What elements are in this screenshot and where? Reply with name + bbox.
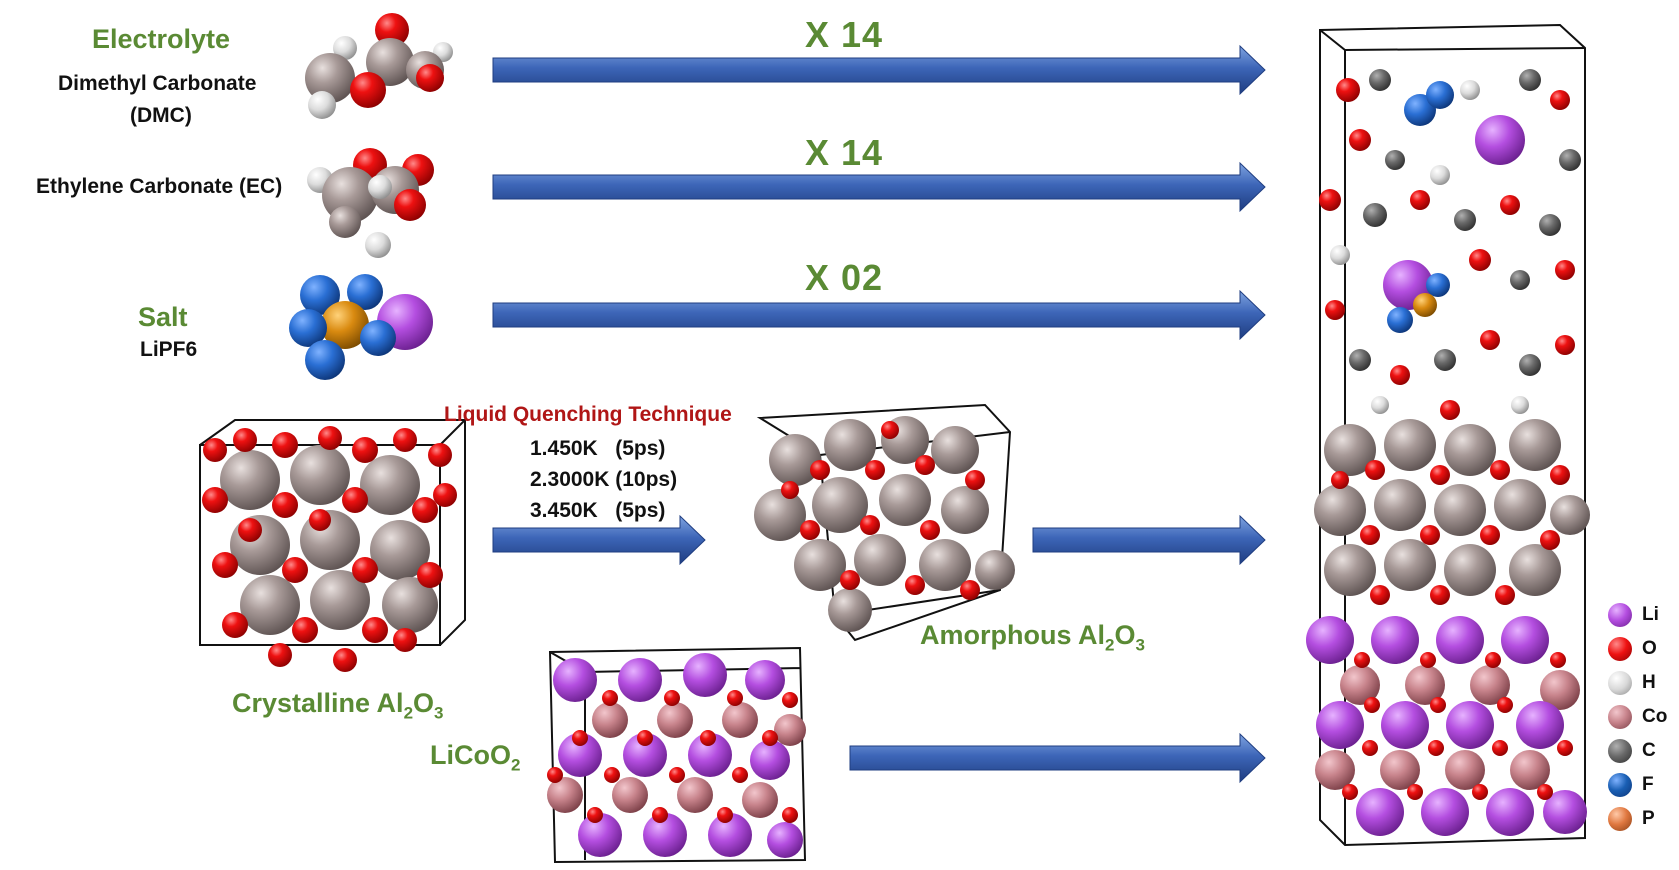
dmc-multiplier: X 14 — [805, 14, 884, 55]
licoo2-sub: 2 — [511, 755, 521, 775]
crystalline-label: Crystalline Al2O3 — [232, 688, 444, 723]
lipf6-molecule-icon — [289, 274, 433, 380]
licoo2-structure — [547, 646, 807, 864]
c-swatch-icon — [1608, 739, 1632, 763]
o-swatch-icon — [1608, 637, 1632, 661]
legend-label-li: Li — [1642, 604, 1659, 625]
co-swatch-icon — [1608, 705, 1632, 729]
arrow-dmc — [492, 44, 1266, 96]
legend-label-o: O — [1642, 638, 1657, 659]
legend-item-o: O — [1608, 634, 1678, 664]
salt-formula: LiPF6 — [140, 338, 198, 361]
amorphous-label: Amorphous Al2O3 — [920, 620, 1145, 655]
amorphous-sub-al: 2 — [1105, 635, 1115, 655]
amorphous-label-text: Amorphous Al — [920, 620, 1105, 650]
ec-multiplier: X 14 — [805, 132, 884, 173]
amorphous-sub-o: 3 — [1135, 635, 1145, 655]
crystalline-sub-al: 2 — [403, 703, 414, 723]
quench-step-3: 3.450K (5ps) — [530, 499, 666, 522]
salt-multiplier: X 02 — [805, 257, 884, 298]
legend-item-h: H — [1608, 668, 1678, 698]
dmc-abbrev: (DMC) — [130, 104, 192, 127]
quench-step-2: 2.3000K (10ps) — [530, 468, 678, 491]
crystalline-label-text: Crystalline Al — [232, 688, 404, 718]
licoo2-label: LiCoO2 — [430, 740, 520, 775]
legend-item-co: Co — [1608, 702, 1678, 732]
electrolyte-heading: Electrolyte — [92, 24, 231, 54]
h-swatch-icon — [1608, 671, 1632, 695]
legend-label-co: Co — [1642, 706, 1668, 727]
legend-item-li: Li — [1608, 600, 1678, 630]
arrow-licoo2 — [849, 732, 1266, 784]
quench-title: Liquid Quenching Technique — [444, 403, 732, 426]
legend-label-h: H — [1642, 672, 1656, 693]
crystalline-sub-o: 3 — [434, 703, 444, 723]
legend-item-f: F — [1608, 770, 1678, 800]
li-swatch-icon — [1608, 603, 1632, 627]
arrow-salt — [492, 289, 1266, 341]
legend-label-c: C — [1642, 740, 1656, 761]
legend-label-f: F — [1642, 774, 1654, 795]
combined-simulation-box — [1306, 23, 1590, 847]
dmc-name: Dimethyl Carbonate — [58, 72, 257, 95]
crystalline-label-o: O — [413, 688, 435, 718]
legend-label-p: P — [1642, 808, 1655, 829]
ec-molecule-icon — [307, 148, 434, 258]
crystalline-al2o3-structure — [199, 419, 468, 672]
licoo2-label-text: LiCoO — [430, 740, 511, 770]
legend-item-p: P — [1608, 804, 1678, 834]
salt-heading: Salt — [138, 302, 188, 332]
amorphous-label-o: O — [1114, 620, 1136, 650]
ec-name: Ethylene Carbonate (EC) — [36, 175, 283, 198]
arrow-amorphous — [1032, 514, 1266, 566]
f-swatch-icon — [1608, 773, 1632, 797]
arrow-quench — [492, 514, 706, 566]
quench-step-1: 1.450K (5ps) — [530, 437, 666, 460]
arrow-ec — [492, 161, 1266, 213]
p-swatch-icon — [1608, 807, 1632, 831]
amorphous-al2o3-structure — [754, 403, 1015, 642]
dmc-molecule-icon — [305, 13, 453, 119]
legend-item-c: C — [1608, 736, 1678, 766]
